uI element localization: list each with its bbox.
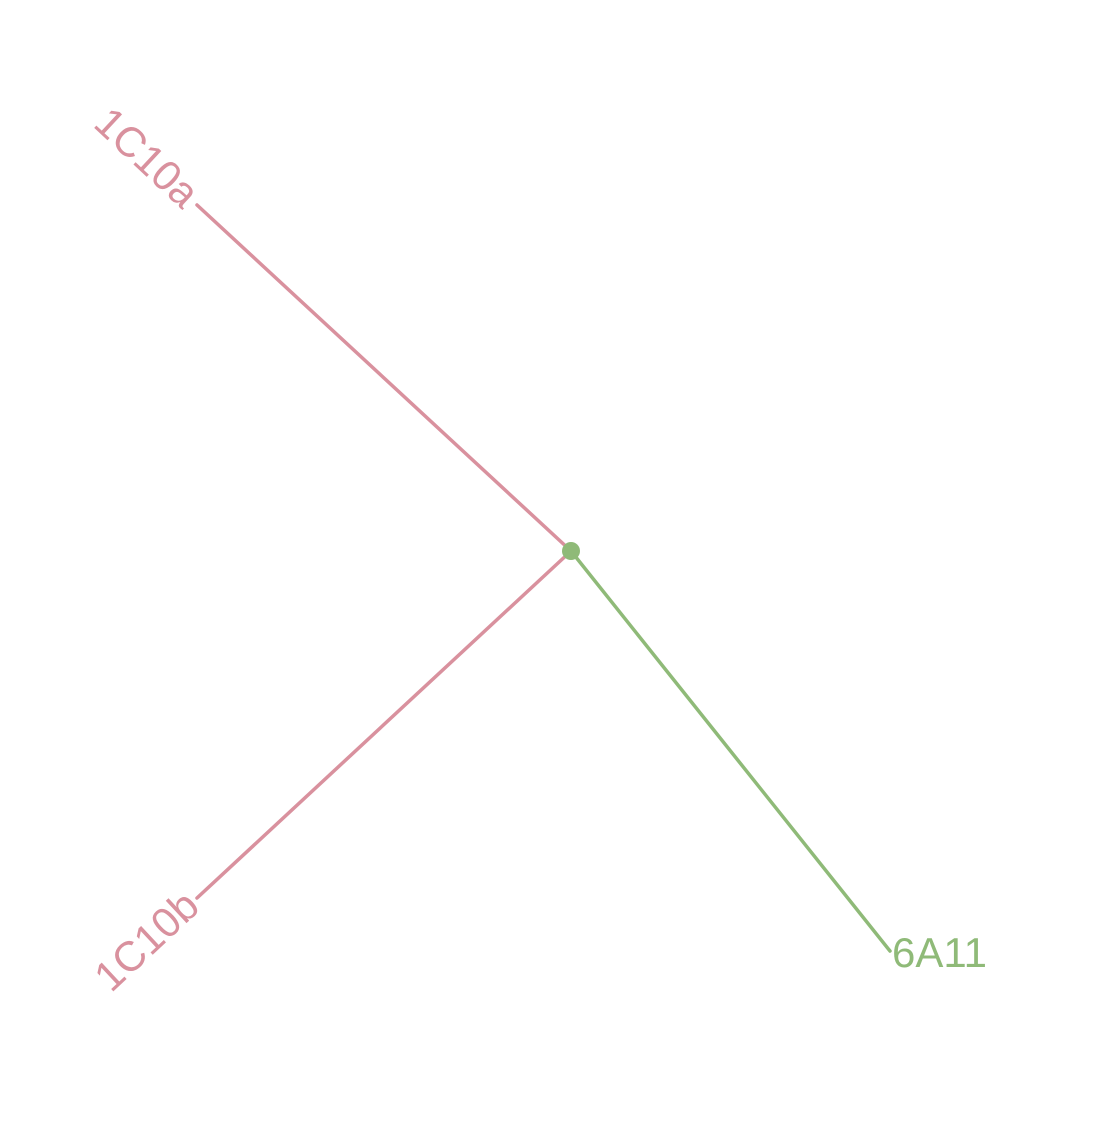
branch-1c10b [195, 549, 573, 900]
internal-node [562, 542, 580, 560]
tip-label-1c10a: 1C10a [86, 98, 209, 217]
branch-1c10a [195, 203, 573, 553]
tip-label-6a11: 6A11 [892, 929, 987, 976]
branch-6a11 [569, 549, 892, 953]
tip-label-1c10b: 1C10b [85, 881, 208, 1000]
